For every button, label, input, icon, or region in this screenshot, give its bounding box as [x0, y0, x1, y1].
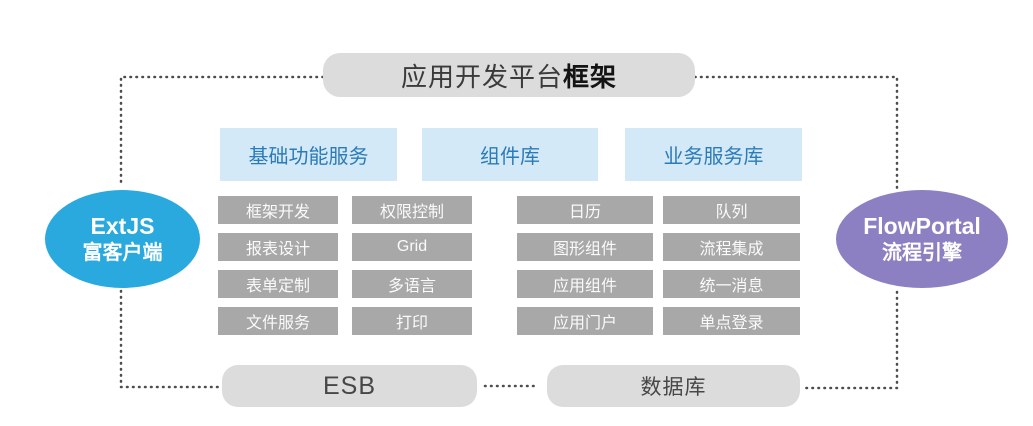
extjs-client-node: ExtJS 富客户端 — [45, 190, 200, 288]
module-box: 表单定制 — [218, 270, 338, 298]
module-column-3: 日历 图形组件 应用组件 应用门户 — [517, 196, 653, 344]
connector-top-right — [693, 75, 899, 190]
connector-top-left — [119, 75, 325, 189]
module-box: 打印 — [352, 307, 472, 335]
module-box: Grid — [352, 233, 472, 261]
module-column-1: 框架开发 报表设计 表单定制 文件服务 — [218, 196, 338, 344]
extjs-node-title: ExtJS — [90, 213, 155, 240]
esb-pill: ESB — [222, 365, 477, 407]
module-box: 文件服务 — [218, 307, 338, 335]
platform-frame-label-bold: 框架 — [563, 61, 618, 92]
module-box: 日历 — [517, 196, 653, 224]
module-box: 单点登录 — [663, 307, 800, 335]
extjs-node-subtitle: 富客户端 — [82, 241, 163, 264]
module-box: 流程集成 — [663, 233, 800, 261]
header-component-library: 组件库 — [422, 128, 598, 181]
module-column-2: 权限控制 Grid 多语言 打印 — [352, 196, 472, 344]
platform-frame-pill: 应用开发平台框架 — [323, 53, 695, 97]
module-box: 应用门户 — [517, 307, 653, 335]
connector-bottom-left — [119, 289, 223, 389]
connector-bottom-right — [799, 290, 899, 390]
module-column-4: 队列 流程集成 统一消息 单点登录 — [663, 196, 800, 344]
module-box: 图形组件 — [517, 233, 653, 261]
module-box: 队列 — [663, 196, 800, 224]
module-box: 应用组件 — [517, 270, 653, 298]
module-box: 统一消息 — [663, 270, 800, 298]
flowportal-node-subtitle: 流程引擎 — [882, 241, 962, 264]
module-box: 多语言 — [352, 270, 472, 298]
platform-frame-label: 应用开发平台 — [400, 61, 563, 92]
header-business-services: 业务服务库 — [625, 128, 802, 181]
header-basic-services: 基础功能服务 — [220, 128, 397, 181]
module-box: 框架开发 — [218, 196, 338, 224]
module-box: 报表设计 — [218, 233, 338, 261]
flowportal-engine-node: FlowPortal 流程引擎 — [836, 190, 1008, 288]
database-pill: 数据库 — [547, 365, 800, 407]
flowportal-node-title: FlowPortal — [863, 213, 981, 240]
module-box: 权限控制 — [352, 196, 472, 224]
